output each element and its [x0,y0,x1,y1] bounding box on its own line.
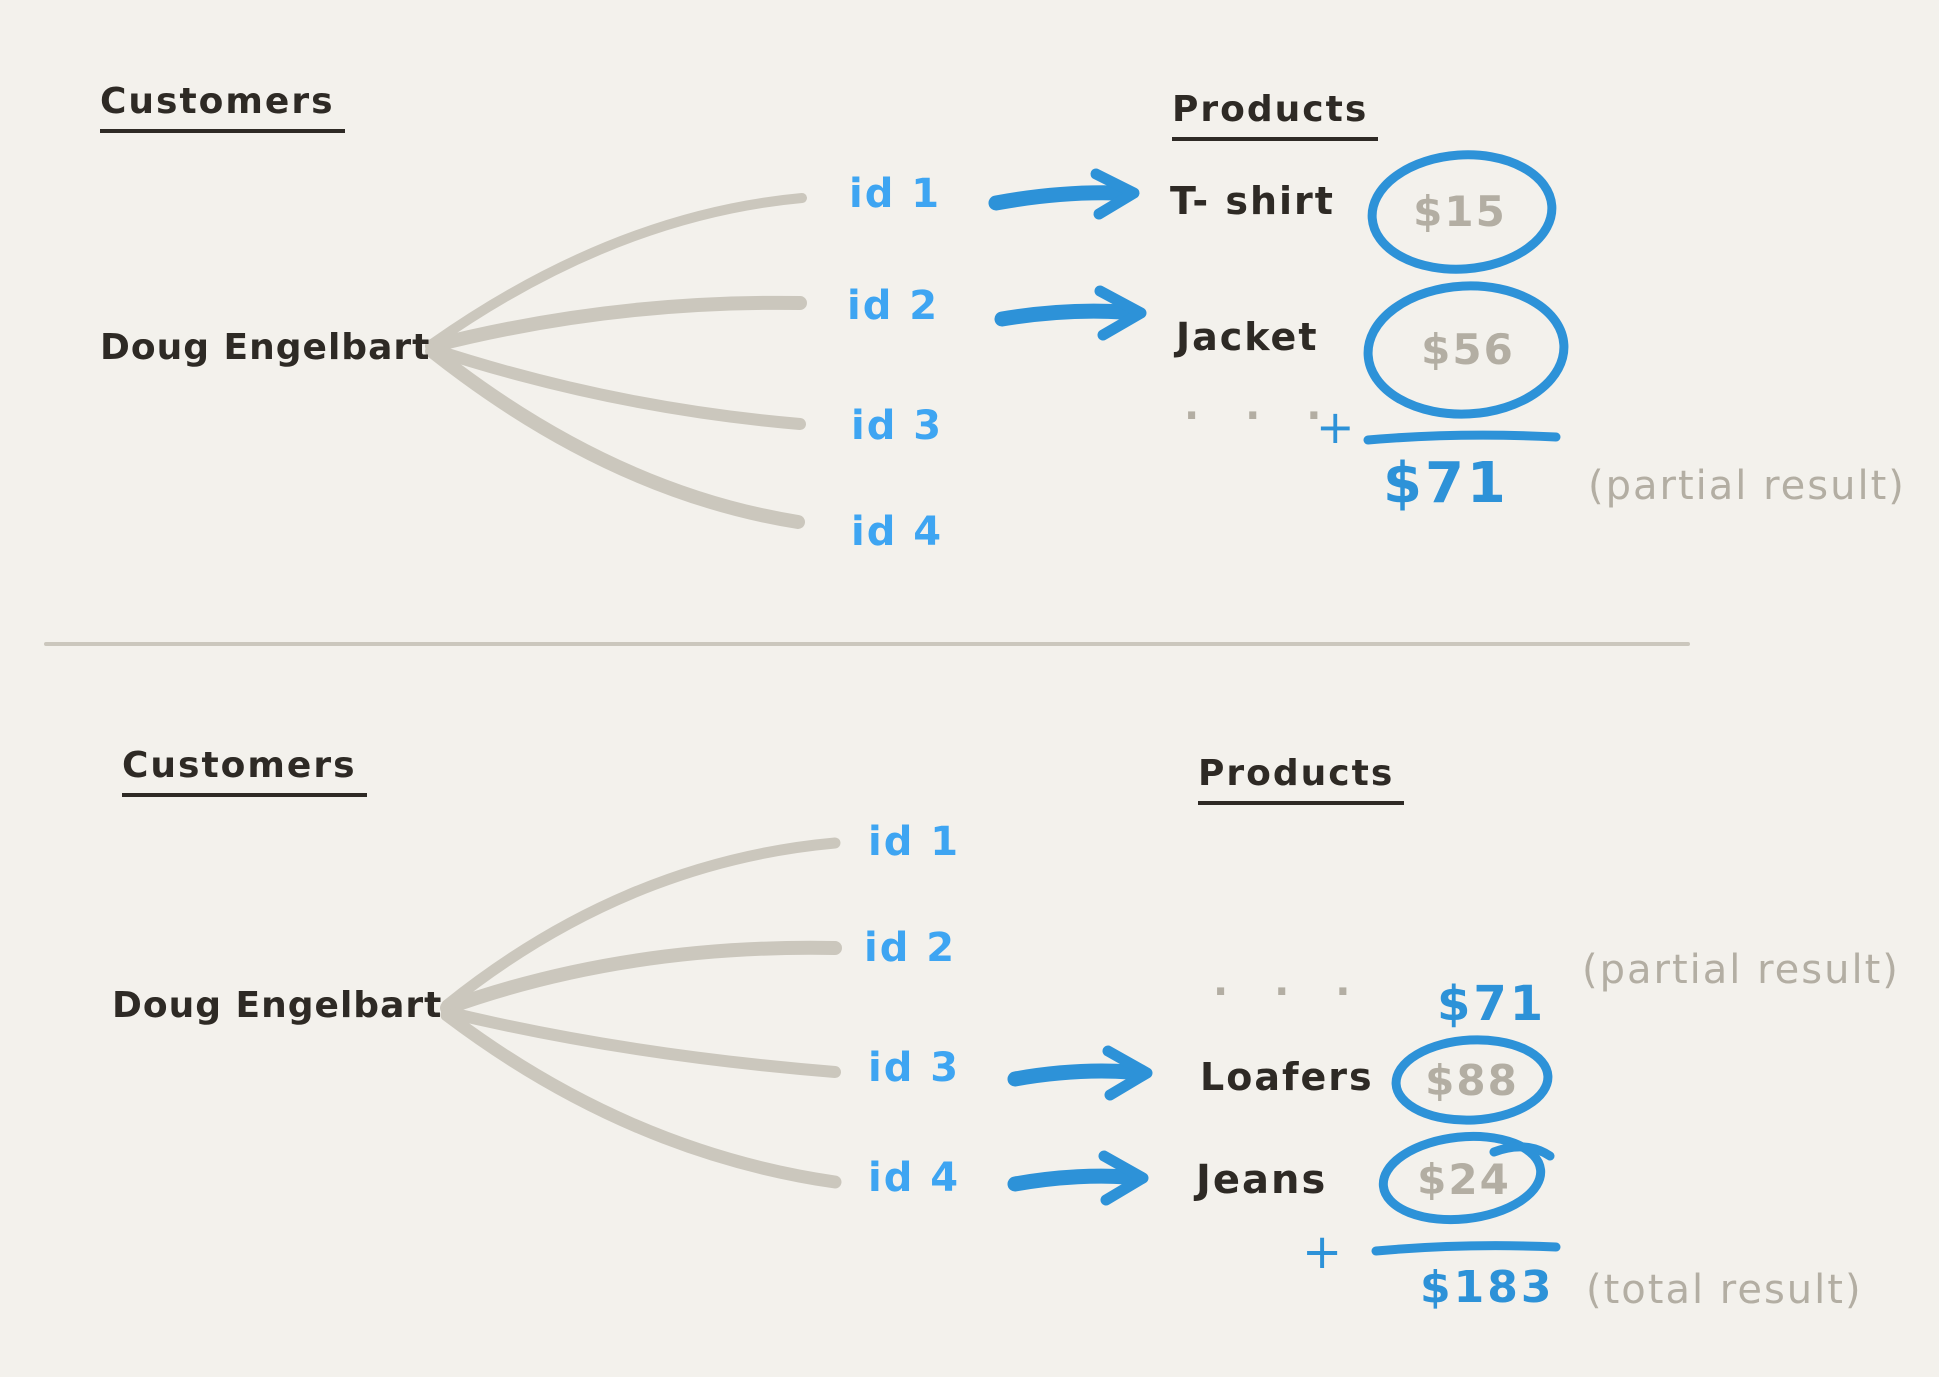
price-circle-24 [1378,1131,1546,1225]
bottom-partial-result-note: (partial result) [1582,947,1900,993]
top-id4-label: id 4 [851,509,944,555]
top-customer-name: Doug Engelbart [100,327,431,368]
bottom-id3-label: id 3 [868,1045,961,1091]
bottom-plus-sign: + [1302,1224,1343,1280]
price-circle-15 [1367,150,1557,274]
price-circle-56 [1363,281,1569,419]
top-price-jacket: $56 [1421,325,1515,374]
bottom-arrow-id4-icon [1007,1150,1149,1206]
top-plus-sign: + [1316,400,1355,454]
price-circle-88 [1391,1035,1553,1125]
bottom-ellipsis: · · · [1213,969,1367,1015]
bottom-price-loafers: $88 [1425,1056,1519,1105]
top-ellipsis: · · · [1184,393,1338,439]
top-sum-line [1363,430,1561,445]
bottom-product-jeans: Jeans [1196,1157,1328,1203]
top-customers-heading: Customers [100,84,345,133]
bottom-carryover-value: $71 [1437,976,1547,1032]
top-id3-label: id 3 [851,403,944,449]
top-arrow-id1-icon [988,168,1140,220]
price-circle-24-tail [1489,1142,1555,1161]
bottom-id4-label: id 4 [868,1155,961,1201]
bottom-sum-line [1371,1241,1561,1256]
bottom-fan-curves [440,837,842,1189]
top-products-heading: Products [1172,92,1379,141]
top-product-jacket: Jacket [1176,315,1319,359]
top-fan-curves [425,193,807,529]
bottom-id1-label: id 1 [868,819,961,865]
bottom-sum-value: $183 [1420,1262,1555,1313]
top-price-tshirt: $15 [1413,187,1507,236]
bottom-price-jeans: $24 [1417,1155,1511,1204]
top-partial-result-note: (partial result) [1588,463,1906,509]
bottom-arrow-id3-icon [1007,1045,1153,1101]
bottom-id2-label: id 2 [864,925,957,971]
bottom-customers-heading: Customers [122,748,367,797]
bottom-products-heading: Products [1198,756,1405,805]
top-id2-label: id 2 [847,283,940,329]
bottom-product-loafers: Loafers [1200,1055,1374,1099]
top-product-tshirt: T- shirt [1170,179,1335,223]
bottom-total-result-note: (total result) [1586,1267,1863,1313]
bottom-customer-name: Doug Engelbart [112,985,443,1026]
top-arrow-id2-icon [994,285,1147,341]
top-sum-value: $71 [1383,451,1509,516]
top-id1-label: id 1 [849,171,942,217]
